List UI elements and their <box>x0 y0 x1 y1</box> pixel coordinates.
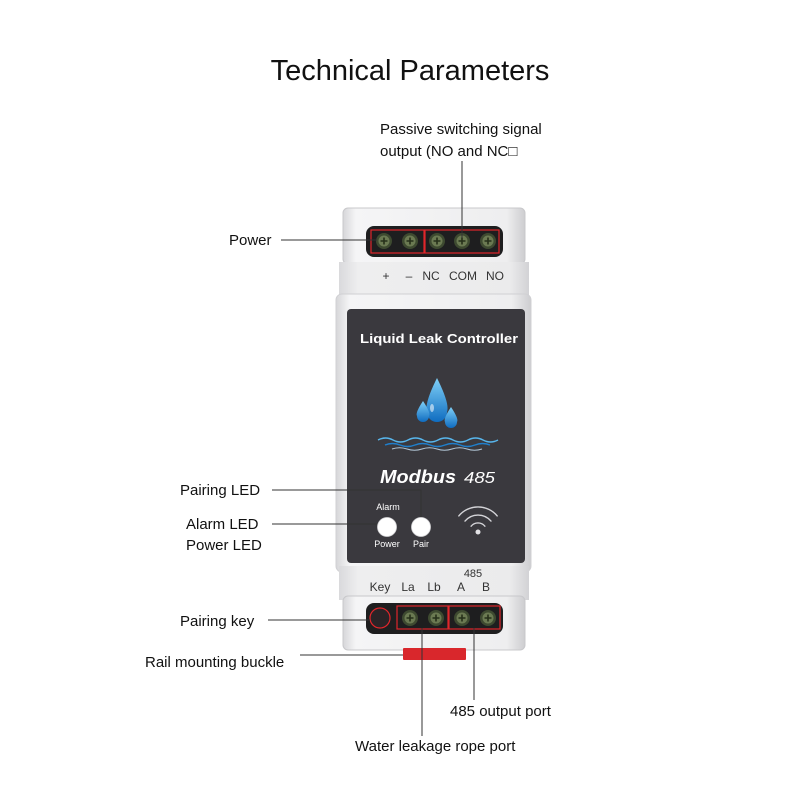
water-wave-icon <box>377 437 499 451</box>
pairing-led-annotation: Pairing LED <box>180 482 260 499</box>
terminal-label-nc: NC <box>422 269 440 283</box>
power-led-label: Power <box>374 539 400 549</box>
leader-line-pairing-led <box>272 489 422 517</box>
leak-controller-device: + – NC COM NO Liquid Leak Controller Mod… <box>335 207 532 660</box>
terminal-screw <box>480 233 496 249</box>
rail-buckle-annotation: Rail mounting buckle <box>145 654 284 671</box>
terminal-label-key: Key <box>370 580 391 594</box>
terminal-screw <box>402 610 418 626</box>
front-panel <box>347 309 525 563</box>
rs485-output-annotation: 485 output port <box>450 703 552 720</box>
pairing-key-annotation: Pairing key <box>180 613 255 630</box>
terminal-label-com: COM <box>449 269 477 283</box>
bus-group-label: 485 <box>464 568 482 580</box>
terminal-label-no: NO <box>486 269 504 283</box>
terminal-screw <box>376 233 392 249</box>
passive-output-annotation-line2: output (NO and NC□ <box>380 143 517 160</box>
alarm-led-label: Alarm <box>376 502 400 512</box>
power-annotation: Power <box>229 232 272 249</box>
pair-led-label: Pair <box>413 539 429 549</box>
power-alarm-led <box>377 517 397 537</box>
power-led-annotation: Power LED <box>186 537 262 554</box>
lower-label-band <box>339 566 529 600</box>
panel-title: Liquid Leak Controller <box>360 331 518 346</box>
terminal-label-b: B <box>482 580 490 594</box>
protocol-label: 485 <box>464 470 495 487</box>
pairing-key-button <box>369 607 391 629</box>
brand-label: Modbus <box>380 467 456 487</box>
pair-led <box>411 517 431 537</box>
terminal-label-lb: Lb <box>427 580 441 594</box>
water-drop-icon <box>416 378 458 428</box>
power-terminal-outline <box>370 229 425 254</box>
terminal-label-la: La <box>401 580 415 594</box>
terminal-screw <box>429 233 445 249</box>
water-rope-annotation: Water leakage rope port <box>355 738 516 755</box>
terminal-label-a: A <box>457 580 465 594</box>
wifi-icon <box>458 506 498 535</box>
terminal-label-minus: – <box>406 269 413 283</box>
terminal-screw <box>454 610 470 626</box>
passive-output-annotation-line1: Passive switching signal <box>380 121 542 138</box>
terminal-screw <box>402 233 418 249</box>
terminal-label-plus: + <box>382 269 389 283</box>
upper-label-band <box>339 262 529 298</box>
terminal-screw <box>480 610 496 626</box>
page-title: Technical Parameters <box>271 55 550 87</box>
alarm-led-annotation: Alarm LED <box>186 516 259 533</box>
terminal-screw <box>454 233 470 249</box>
terminal-screw <box>428 610 444 626</box>
rail-mounting-buckle <box>403 648 466 660</box>
